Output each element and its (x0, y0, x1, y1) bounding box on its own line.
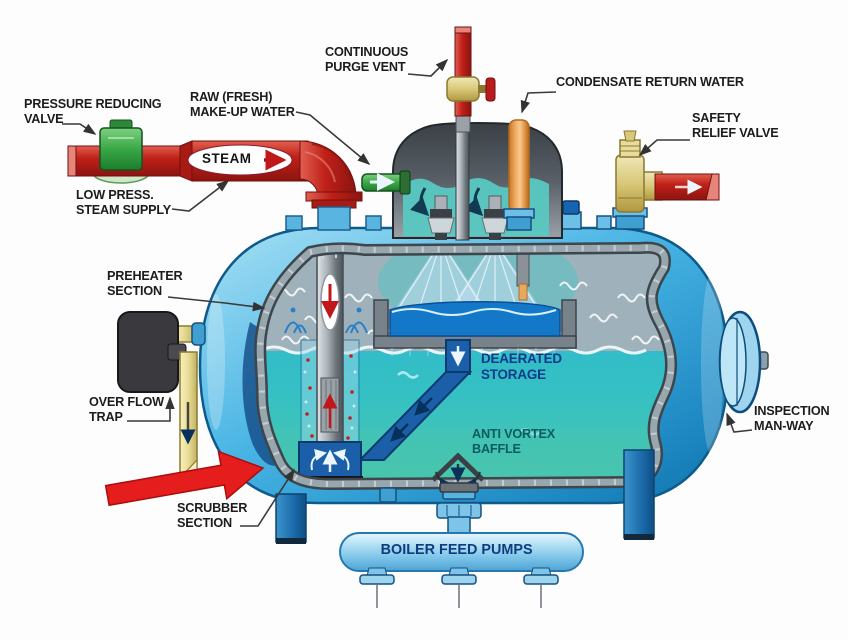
label-over-flow-trap: OVER FLOW TRAP (89, 394, 164, 424)
label-deaerated-storage: DEAERATED STORAGE (481, 350, 562, 382)
label-condensate-return-water: CONDENSATE RETURN WATER (556, 74, 744, 89)
leader-purge-vent (407, 58, 449, 77)
leader-preheater (167, 296, 266, 312)
label-pressure-reducing-valve: PRESSURE REDUCING VALVE (24, 96, 162, 126)
label-steam: STEAM (202, 150, 252, 166)
highlight-arrow (104, 450, 265, 507)
condensate-pipe (503, 119, 535, 231)
label-preheater-section: PREHEATER SECTION (107, 268, 183, 298)
fountain-jets (284, 307, 368, 334)
makeup-water-pipe (361, 170, 411, 195)
spray-nozzles (427, 195, 509, 240)
leader-scrubber (240, 468, 295, 527)
label-raw-makeup-water: RAW (FRESH) MAKE-UP WATER (190, 89, 295, 119)
leader-makeup-water (295, 111, 371, 166)
leader-lines (62, 58, 753, 527)
purge-vent-valve (446, 76, 480, 102)
purge-vent-pipe (446, 26, 496, 133)
leader-pressure-reducing-valve (62, 123, 97, 135)
leader-manway (726, 412, 753, 433)
leader-overflow-trap (127, 396, 175, 422)
steam-supply-pipe (67, 119, 363, 231)
label-safety-relief-valve: SAFETY RELIEF VALVE (692, 110, 779, 140)
pump-feet (359, 567, 559, 608)
label-anti-vortex-baffle: ANTI VORTEX BAFFLE (472, 426, 556, 456)
overflow-trap (117, 311, 206, 480)
inspection-manway (718, 310, 769, 414)
pressure-reducing-valve (99, 119, 143, 171)
label-inspection-man-way: INSPECTION MAN-WAY (754, 403, 830, 433)
label-low-press-steam-supply: LOW PRESS. STEAM SUPPLY (76, 187, 172, 217)
tank-top-ports (285, 200, 612, 231)
leader-safety-relief-valve (638, 139, 690, 157)
spray-tray (373, 299, 577, 356)
cutaway-rim (254, 241, 678, 491)
spray-cones (396, 247, 540, 308)
valve-handwheel (485, 77, 496, 102)
steam-bubbles (305, 354, 354, 440)
downcomer-pipe (357, 339, 473, 461)
label-boiler-feed-pumps: BOILER FEED PUMPS (380, 541, 533, 558)
safety-relief-valve (612, 130, 720, 230)
label-continuous-purge-vent: CONTINUOUS PURGE VENT (325, 44, 409, 74)
tank-legs (275, 449, 655, 544)
leader-low-press-steam (171, 180, 230, 212)
storage-ripples (397, 371, 541, 436)
label-scrubber-section: SCRUBBER SECTION (177, 500, 248, 530)
condensate-dip-tube (516, 247, 530, 301)
tank-cutaway-interior (260, 247, 672, 484)
scrubber-assembly (297, 251, 363, 484)
boiler-feed-pump-header (339, 482, 584, 608)
leader-condensate (520, 91, 557, 114)
deaerator-dome (392, 119, 563, 241)
